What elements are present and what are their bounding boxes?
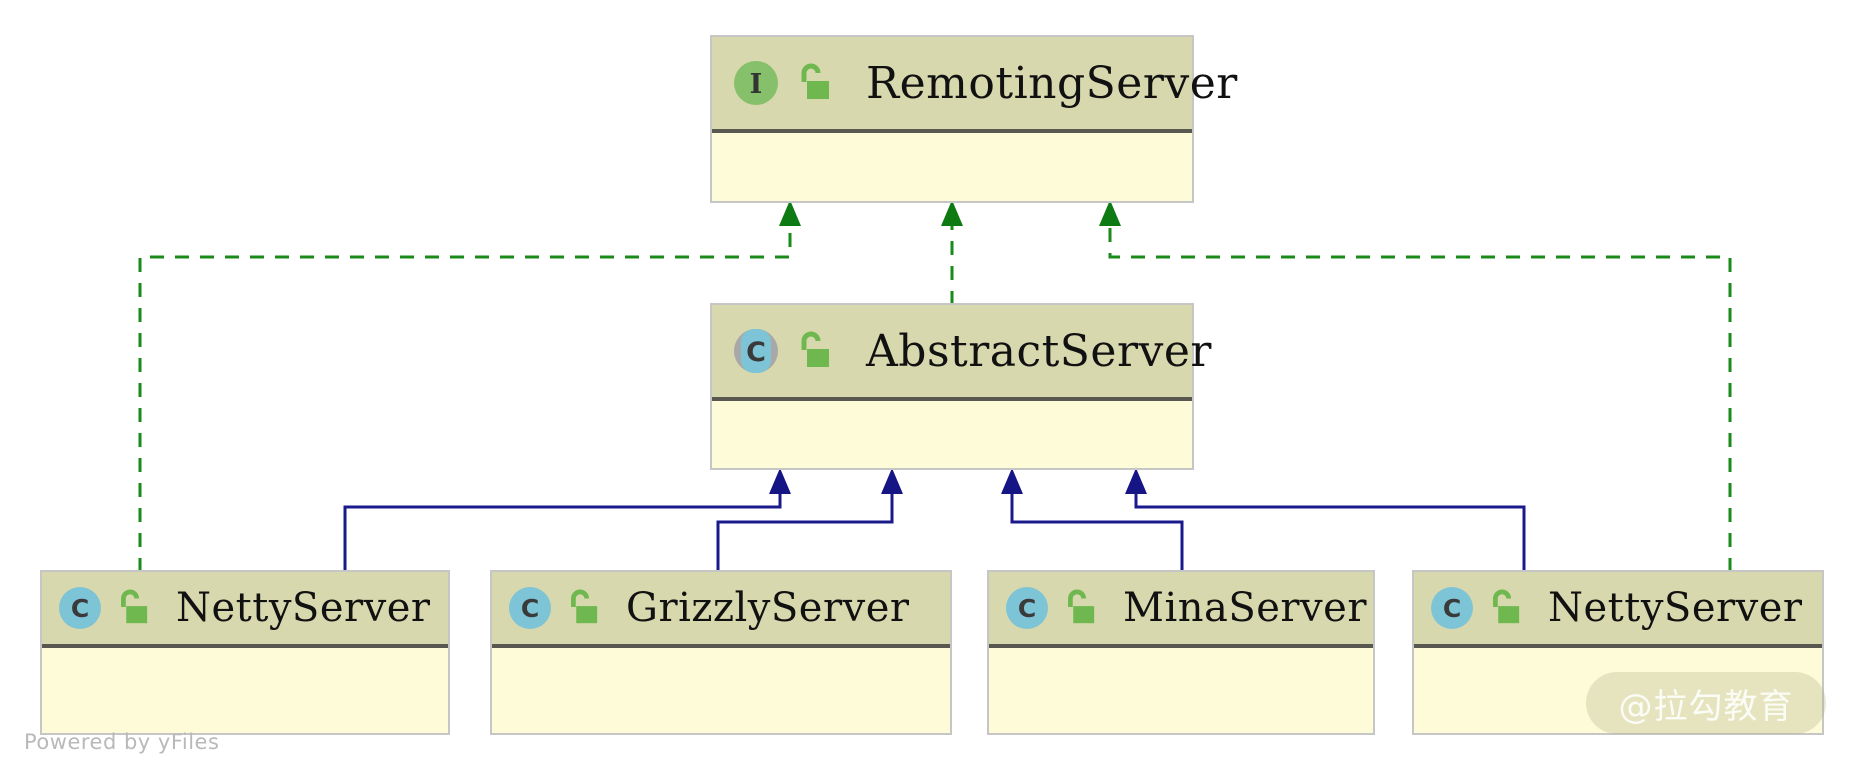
node-body-compartment [492,648,950,729]
node-body-compartment [42,648,448,729]
edge-realization-abstractserver [941,200,963,305]
svg-text:C: C [746,337,766,368]
svg-text:C: C [1018,594,1036,623]
svg-text:C: C [1443,594,1461,623]
uml-node-remoting-server[interactable]: I RemotingServer [710,35,1237,203]
node-title: MinaServer [1123,585,1367,631]
node-icons: C [1428,584,1522,632]
unlocked-padlock-icon [121,589,148,624]
edge-generalization-nettyserver-right [1125,468,1526,572]
unlocked-padlock-icon [801,331,829,367]
watermark-badge: @拉勾教育 [1586,672,1826,734]
node-title: GrizzlyServer [626,585,910,631]
powered-by-yfiles-label: Powered by yFiles [24,730,220,754]
interface-icon: I [734,61,778,105]
class-icon: C [59,587,101,629]
node-body-compartment [712,133,1192,197]
node-body-compartment [1414,648,1822,729]
unlocked-padlock-icon [571,589,598,624]
class-icon: C [1006,587,1048,629]
unlocked-padlock-icon [1068,589,1095,624]
class-icon: C [1431,587,1473,629]
uml-node-grizzly-server[interactable]: C GrizzlyServer [490,570,952,735]
node-icons: C [56,584,150,632]
node-icons: C [506,584,600,632]
node-header: C GrizzlyServer [492,572,950,648]
node-header: I RemotingServer [712,37,1237,133]
node-icons: I [730,57,832,109]
uml-node-mina-server[interactable]: C MinaServer [987,570,1375,735]
node-header: C NettyServer [42,572,448,648]
unlocked-padlock-icon [801,63,829,99]
node-header: C AbstractServer [712,305,1211,401]
watermark-text: @拉勾教育 [1618,686,1794,727]
node-header: C MinaServer [989,572,1373,648]
node-body-compartment [989,648,1373,729]
svg-text:C: C [71,594,89,623]
node-title: NettyServer [1548,585,1803,631]
node-title: RemotingServer [866,57,1238,109]
node-icons: C [1003,584,1097,632]
node-body-compartment [712,401,1192,464]
edge-generalization-grizzlyserver [716,468,903,572]
abstract-class-icon: C [734,329,778,373]
edge-generalization-nettyserver-left [343,468,791,572]
unlocked-padlock-icon [1493,589,1520,624]
class-icon: C [509,587,551,629]
node-title: AbstractServer [866,325,1212,377]
node-header: C NettyServer [1414,572,1822,648]
uml-node-netty-server-left[interactable]: C NettyServer [40,570,450,735]
uml-node-abstract-server[interactable]: C AbstractServer [710,303,1211,470]
edge-realization-nettyserver-left [138,200,801,572]
svg-text:C: C [521,594,539,623]
edge-generalization-minaserver [1001,468,1184,572]
svg-text:I: I [750,69,763,100]
node-icons: C [730,325,832,377]
node-title: NettyServer [176,585,431,631]
uml-node-netty-server-right[interactable]: C NettyServer [1412,570,1824,735]
